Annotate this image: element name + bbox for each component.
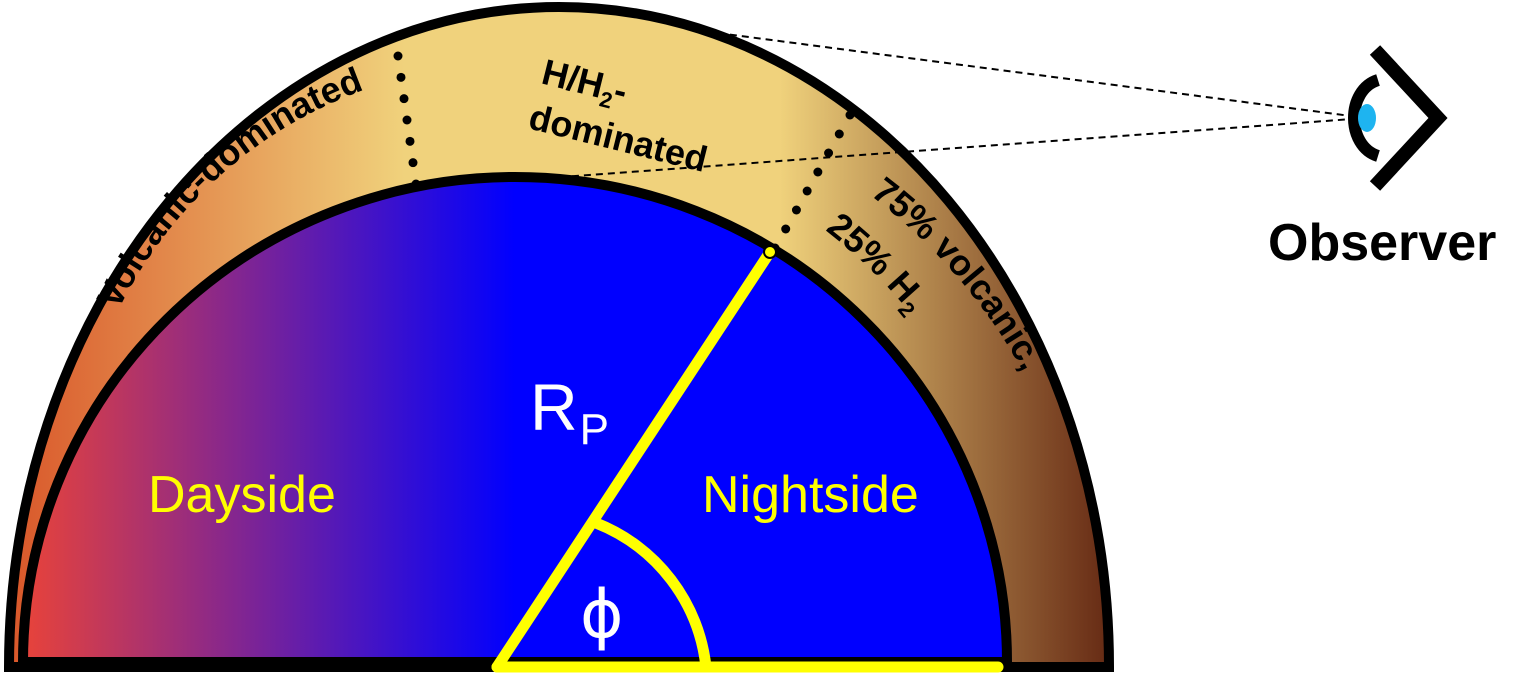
observer-label: Observer bbox=[1268, 214, 1496, 272]
planet-body bbox=[17, 172, 1013, 667]
boundary-dot bbox=[791, 205, 801, 215]
angle-arc bbox=[593, 517, 712, 668]
boundary-dot bbox=[781, 224, 791, 234]
dayside-label: Dayside bbox=[148, 466, 336, 524]
boundary-dot bbox=[399, 94, 409, 104]
left-region-boundary bbox=[393, 51, 421, 189]
sightline-upper bbox=[717, 32, 1367, 119]
sightline-lower bbox=[547, 117, 1367, 179]
angle-label: ϕ bbox=[580, 576, 624, 653]
boundary-dot bbox=[834, 129, 844, 139]
boundary-dot bbox=[396, 72, 406, 82]
boundary-dot bbox=[405, 136, 415, 146]
boundary-dot bbox=[393, 51, 403, 61]
boundary-dot bbox=[824, 148, 834, 158]
nightside-label: Nightside bbox=[702, 466, 919, 524]
boundary-dot bbox=[845, 110, 855, 120]
eye-icon bbox=[1348, 45, 1448, 191]
boundary-dot bbox=[402, 115, 412, 125]
boundary-dot bbox=[813, 167, 823, 177]
radius-label: RP bbox=[530, 370, 609, 454]
boundary-dot bbox=[411, 179, 421, 189]
boundary-dot bbox=[802, 186, 812, 196]
radius-line bbox=[491, 246, 776, 673]
boundary-dot bbox=[408, 158, 418, 168]
radius-endpoint bbox=[763, 245, 777, 259]
